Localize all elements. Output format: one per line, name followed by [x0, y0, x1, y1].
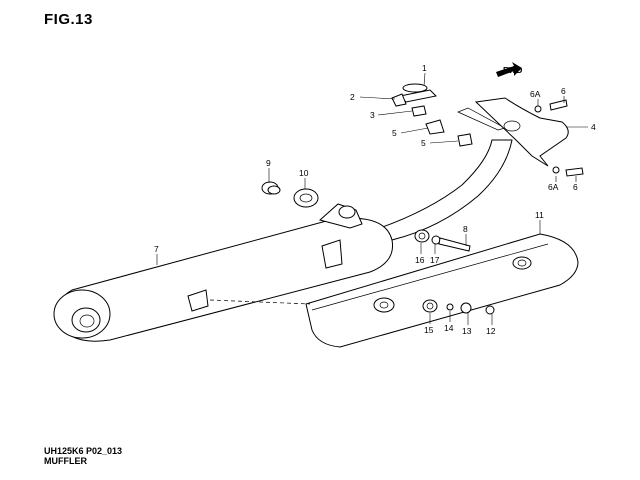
diagram-caption: MUFFLER [44, 456, 87, 466]
callout-8: 8 [463, 224, 468, 234]
muffler-body [53, 203, 394, 342]
bolt-8-assembly [414, 229, 471, 252]
grommets [261, 181, 319, 208]
callout-5a: 5 [392, 128, 397, 138]
exhaust-pipe [379, 107, 513, 241]
callout-3: 3 [370, 110, 375, 120]
callout-labels: 1 2 3 5 5 9 10 6A 6 4 6A 6 7 8 11 16 17 … [154, 63, 596, 336]
callout-6a-bottom: 6A [548, 182, 559, 192]
callout-9: 9 [266, 158, 271, 168]
muffler-cover [305, 233, 579, 348]
diagram-code: UH125K6 P02_013 [44, 446, 123, 456]
callout-14: 14 [444, 323, 454, 333]
callout-6-bottom: 6 [573, 182, 578, 192]
callout-15: 15 [424, 325, 434, 335]
forward-label: FWD [503, 65, 522, 75]
callout-5b: 5 [421, 138, 426, 148]
callout-12: 12 [486, 326, 496, 336]
callout-6a-top: 6A [530, 89, 541, 99]
callout-7: 7 [154, 244, 159, 254]
callout-10: 10 [299, 168, 309, 178]
leader-lines [156, 72, 588, 325]
callout-16: 16 [415, 255, 425, 265]
figure-title: FIG.13 [44, 11, 93, 28]
forward-arrow: FWD [496, 62, 522, 77]
callout-11: 11 [535, 210, 544, 220]
flange-parts [391, 83, 473, 147]
callout-6-top: 6 [561, 86, 566, 96]
mounting-bracket [474, 97, 569, 167]
callout-4: 4 [591, 122, 596, 132]
callout-13: 13 [462, 326, 472, 336]
bolts-and-washers [534, 99, 584, 177]
callout-2: 2 [350, 92, 355, 102]
cover-fasteners [422, 299, 495, 315]
callout-1: 1 [422, 63, 427, 73]
callout-17: 17 [430, 255, 440, 265]
